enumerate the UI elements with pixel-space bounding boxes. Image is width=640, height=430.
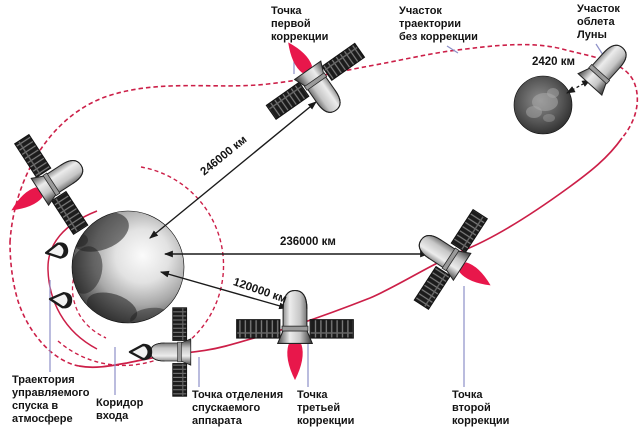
label-first-correction: Точка первой коррекции xyxy=(271,5,329,43)
leader-line xyxy=(49,43,604,395)
arrow-246000 xyxy=(149,101,317,239)
label-dist-236000: 236000 км xyxy=(280,236,336,248)
spacecraft-separation xyxy=(150,307,192,397)
label-no-correction: Участок траектории без коррекции xyxy=(399,5,478,43)
loop-closure xyxy=(9,241,80,367)
label-entry-corridor: Коридор входа xyxy=(96,397,144,422)
label-separation-point: Точка отделения спускаемого аппарата xyxy=(192,389,284,427)
spacecraft-icon xyxy=(577,36,636,96)
label-descent-trajectory: Траектория управляемого спуска в атмосфе… xyxy=(12,374,90,425)
leader-no-correction xyxy=(446,45,459,54)
moon xyxy=(513,75,573,135)
spacecraft-third-correction xyxy=(236,289,354,381)
label-third-correction: Точка третьей коррекции xyxy=(297,389,355,427)
engine-flame-icon xyxy=(287,342,303,381)
spacecraft-second-correction xyxy=(411,209,495,310)
label-flyby-distance: 2420 км xyxy=(532,56,576,68)
descent-capsule-icon xyxy=(128,343,153,361)
arrow-2420 xyxy=(566,79,591,94)
label-lunar-flyby: Участок облета Луны xyxy=(577,3,620,41)
descent-capsule-icon xyxy=(48,290,73,310)
label-second-correction: Точка второй коррекции xyxy=(452,389,510,427)
arrow-120000 xyxy=(159,270,289,310)
distance-arrow xyxy=(149,79,591,310)
return-trajectory xyxy=(78,137,623,369)
descent-arc-inner xyxy=(71,241,107,339)
leader-lunar-flyby xyxy=(595,43,604,56)
spacecraft-lunar-flyby xyxy=(577,36,636,96)
spacecraft-icon xyxy=(150,338,192,366)
